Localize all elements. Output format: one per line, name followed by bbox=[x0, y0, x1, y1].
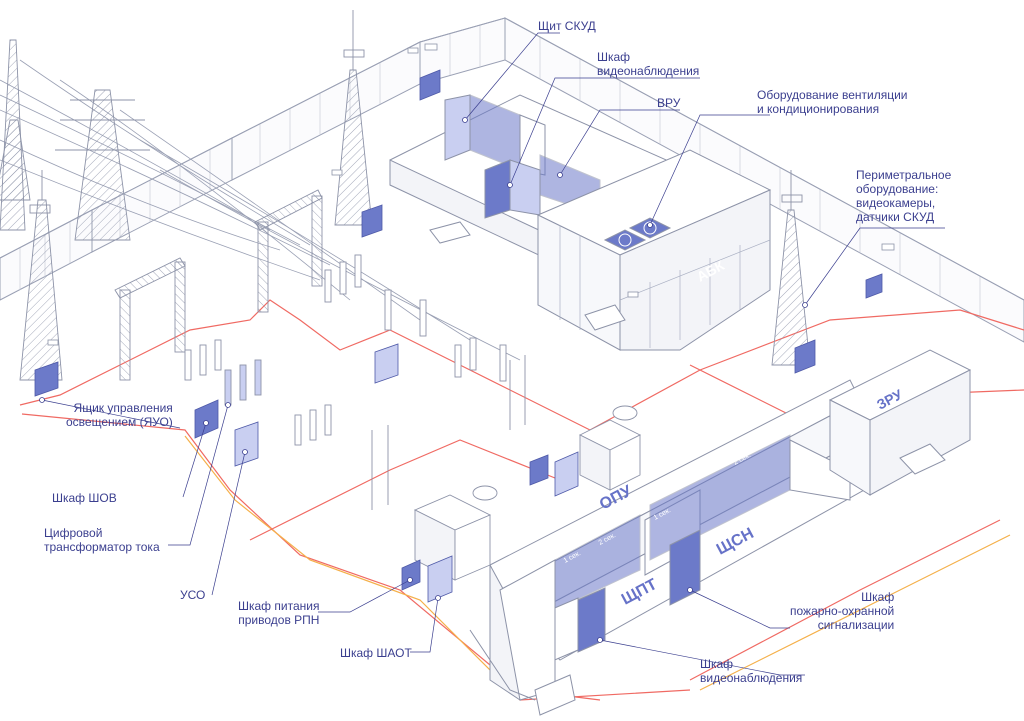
cameras bbox=[47, 43, 895, 346]
abk-building bbox=[389, 94, 772, 351]
skud-panel-cabinet bbox=[419, 69, 441, 101]
label-ventilation: Оборудование вентиляции и кондиционирова… bbox=[757, 88, 908, 116]
portal-structures bbox=[114, 189, 323, 381]
power-transformer-2 bbox=[578, 405, 642, 491]
camera-icon bbox=[881, 243, 895, 251]
label-shov: Шкаф ШОВ bbox=[52, 491, 117, 505]
camera-icon bbox=[424, 43, 438, 51]
transformer-cabinet-a bbox=[529, 454, 549, 486]
switchyard-cabinet bbox=[374, 343, 399, 384]
camera-icon bbox=[47, 339, 59, 346]
insulator-group-1 bbox=[184, 339, 332, 446]
callout-lines bbox=[41, 32, 945, 676]
label-perimeter: Периметральное оборудование: видеокамеры… bbox=[856, 168, 952, 224]
camera-icon bbox=[627, 291, 639, 298]
shov-cabinet bbox=[194, 399, 219, 439]
label-digital-ct: Цифровой трансформатор тока bbox=[44, 526, 160, 554]
lattice-mast-left-edge bbox=[0, 39, 26, 231]
label-rpn: Шкаф питания приводов РПН bbox=[238, 599, 320, 627]
callout-dots bbox=[39, 117, 808, 643]
digital-ct-group bbox=[224, 359, 262, 406]
rpn-cabinet bbox=[401, 559, 421, 591]
label-uso: УСО bbox=[180, 588, 206, 602]
posts bbox=[371, 355, 526, 510]
shaot-cabinet bbox=[427, 555, 453, 603]
label-fire-alarm: Шкаф пожарно-охранной сигнализации bbox=[790, 590, 895, 632]
zru-building bbox=[828, 349, 972, 496]
camera-icon bbox=[331, 169, 343, 176]
label-skud-panel: Щит СКУД bbox=[538, 19, 596, 33]
lighting-box-yauo bbox=[34, 361, 59, 397]
label-lighting-box: Ящик управления освещением (ЯУО) bbox=[66, 401, 173, 429]
lighting-box-middle bbox=[361, 204, 383, 238]
camera-icon bbox=[407, 47, 419, 54]
uso-cabinet bbox=[234, 421, 259, 467]
transformer-cabinet-b bbox=[554, 451, 579, 497]
lighting-box-right bbox=[794, 339, 816, 374]
cabinets bbox=[34, 69, 883, 603]
power-transformer-1 bbox=[413, 485, 498, 581]
label-shaot: Шкаф ШАОТ bbox=[340, 646, 412, 660]
cable-routes bbox=[19, 299, 1024, 701]
insulator-group-2 bbox=[324, 254, 507, 382]
lighting-tower-middle bbox=[334, 10, 373, 226]
label-video-cabinet-bottom: Шкаф видеонаблюдения bbox=[700, 657, 803, 685]
perimeter-sensor-box bbox=[865, 273, 883, 299]
label-video-cabinet-top: Шкаф видеонаблюдения bbox=[597, 50, 700, 78]
label-vru: ВРУ bbox=[657, 96, 681, 110]
